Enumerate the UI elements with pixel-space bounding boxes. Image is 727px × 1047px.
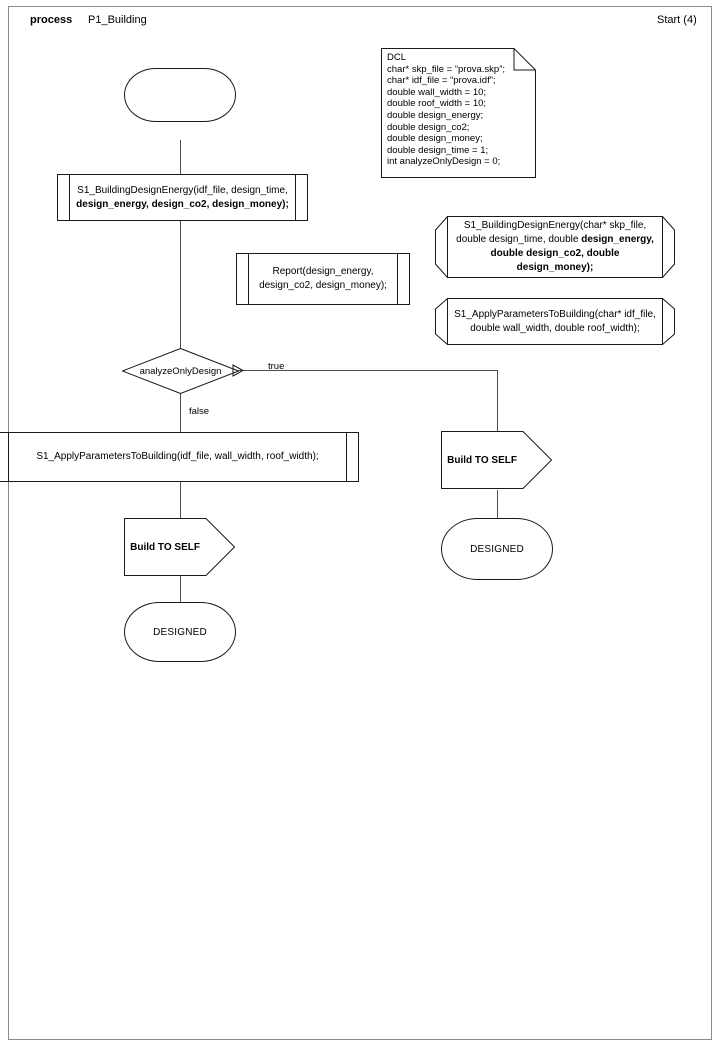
decl-design-energy-line1: S1_BuildingDesignEnergy(char* skp_file, (463, 220, 647, 231)
process-design-energy-line1: S1_BuildingDesignEnergy(idf_file, design… (77, 184, 288, 196)
edge-label-true: true (268, 361, 285, 372)
process-apply-params-line1: S1_ApplyParametersToBuilding(idf_file, w… (36, 451, 319, 462)
process-design-energy-line2: design_energy, design_co2, design_money)… (76, 198, 289, 210)
decl-apply-params-line2: double wall_width, double roof_width); (470, 322, 640, 334)
process-report-line2: design_co2, design_money); (259, 280, 387, 291)
decision-diamond-shape (122, 348, 239, 394)
start-terminator[interactable] (124, 68, 236, 122)
connector-true-vertical (497, 370, 498, 431)
designed-right-label: DESIGNED (470, 543, 524, 555)
connector-start-to-proc (180, 140, 181, 174)
decision-label: analyzeOnlyDesign (139, 365, 222, 377)
diagram-header: process P1_Building Start (4) (0, 10, 727, 30)
dcl-note-body: DCL char* skp_file = “prova.skp”; char* … (387, 52, 506, 168)
decision-analyze-only-design[interactable]: analyzeOnlyDesign (122, 348, 239, 394)
designed-terminator-left[interactable]: DESIGNED (124, 602, 236, 662)
declaration-building-design-energy[interactable]: S1_BuildingDesignEnergy(char* skp_file, … (435, 216, 675, 278)
decl-design-energy-line3: double design_co2, double design_money); (490, 248, 620, 273)
dcl-note-shape (381, 48, 536, 178)
connector-proc-to-decision (180, 221, 181, 360)
decl-design-energy-line2-plain: double design_time, double (456, 234, 582, 245)
build-to-self-right[interactable]: Build TO SELF (441, 431, 552, 489)
true-branch-arrowhead (232, 364, 244, 377)
process-report-line1: Report(design_energy, (272, 266, 374, 277)
designed-left-label: DESIGNED (153, 626, 207, 638)
build-to-self-right-label: Build TO SELF (447, 454, 517, 466)
connector-true-horizontal (238, 370, 497, 371)
process-building-design-energy[interactable]: S1_BuildingDesignEnergy(idf_file, design… (57, 174, 308, 221)
build-to-self-left-label: Build TO SELF (130, 541, 200, 553)
declaration-bracket-shape (435, 216, 675, 278)
connector-build-to-designed (180, 576, 181, 602)
dcl-note: DCL char* skp_file = “prova.skp”; char* … (381, 48, 536, 178)
edge-label-false: false (189, 406, 210, 417)
page-border (8, 6, 712, 1040)
designed-terminator-right[interactable]: DESIGNED (441, 518, 553, 580)
connector-decision-to-apply (180, 394, 181, 432)
process-apply-parameters-to-building[interactable]: S1_ApplyParametersToBuilding(idf_file, w… (0, 432, 359, 482)
declaration-apply-parameters-to-building[interactable]: S1_ApplyParametersToBuilding(char* idf_f… (435, 298, 675, 345)
declaration-bracket-shape-2 (435, 298, 675, 345)
process-report[interactable]: Report(design_energy, design_co2, design… (236, 253, 410, 305)
header-start-count: Start (4) (657, 14, 697, 26)
decl-apply-params-line1: S1_ApplyParametersToBuilding(char* idf_f… (454, 308, 656, 320)
build-to-self-pentagon-shape-2 (441, 431, 552, 489)
decl-design-energy-line2-bold: design_energy, (581, 234, 654, 245)
build-to-self-pentagon-shape (124, 518, 235, 576)
header-kind-label: process (30, 14, 73, 26)
build-to-self-left[interactable]: Build TO SELF (124, 518, 235, 576)
header-process-name: P1_Building (88, 14, 147, 26)
connector-apply-to-build (180, 482, 181, 518)
connector-right-build-to-designed (497, 490, 498, 518)
